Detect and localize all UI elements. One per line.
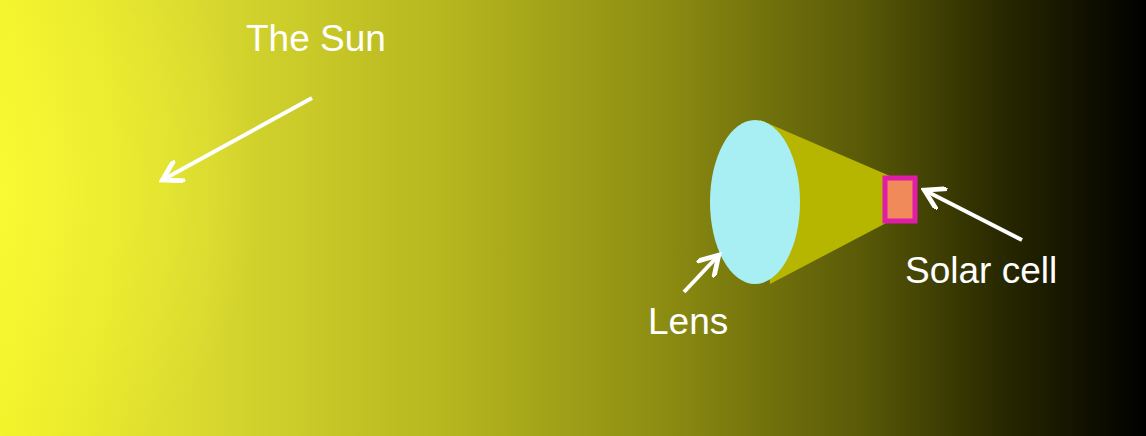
leader-arrow	[684, 258, 716, 292]
leader-arrow	[166, 98, 312, 178]
leader-arrow	[928, 192, 1022, 240]
part-label: The Sun	[246, 20, 386, 57]
part-label: Solar cell	[905, 252, 1057, 289]
part-label: Lens	[648, 303, 728, 340]
lens-shape	[710, 120, 800, 284]
solar-cell-shape	[885, 178, 915, 221]
